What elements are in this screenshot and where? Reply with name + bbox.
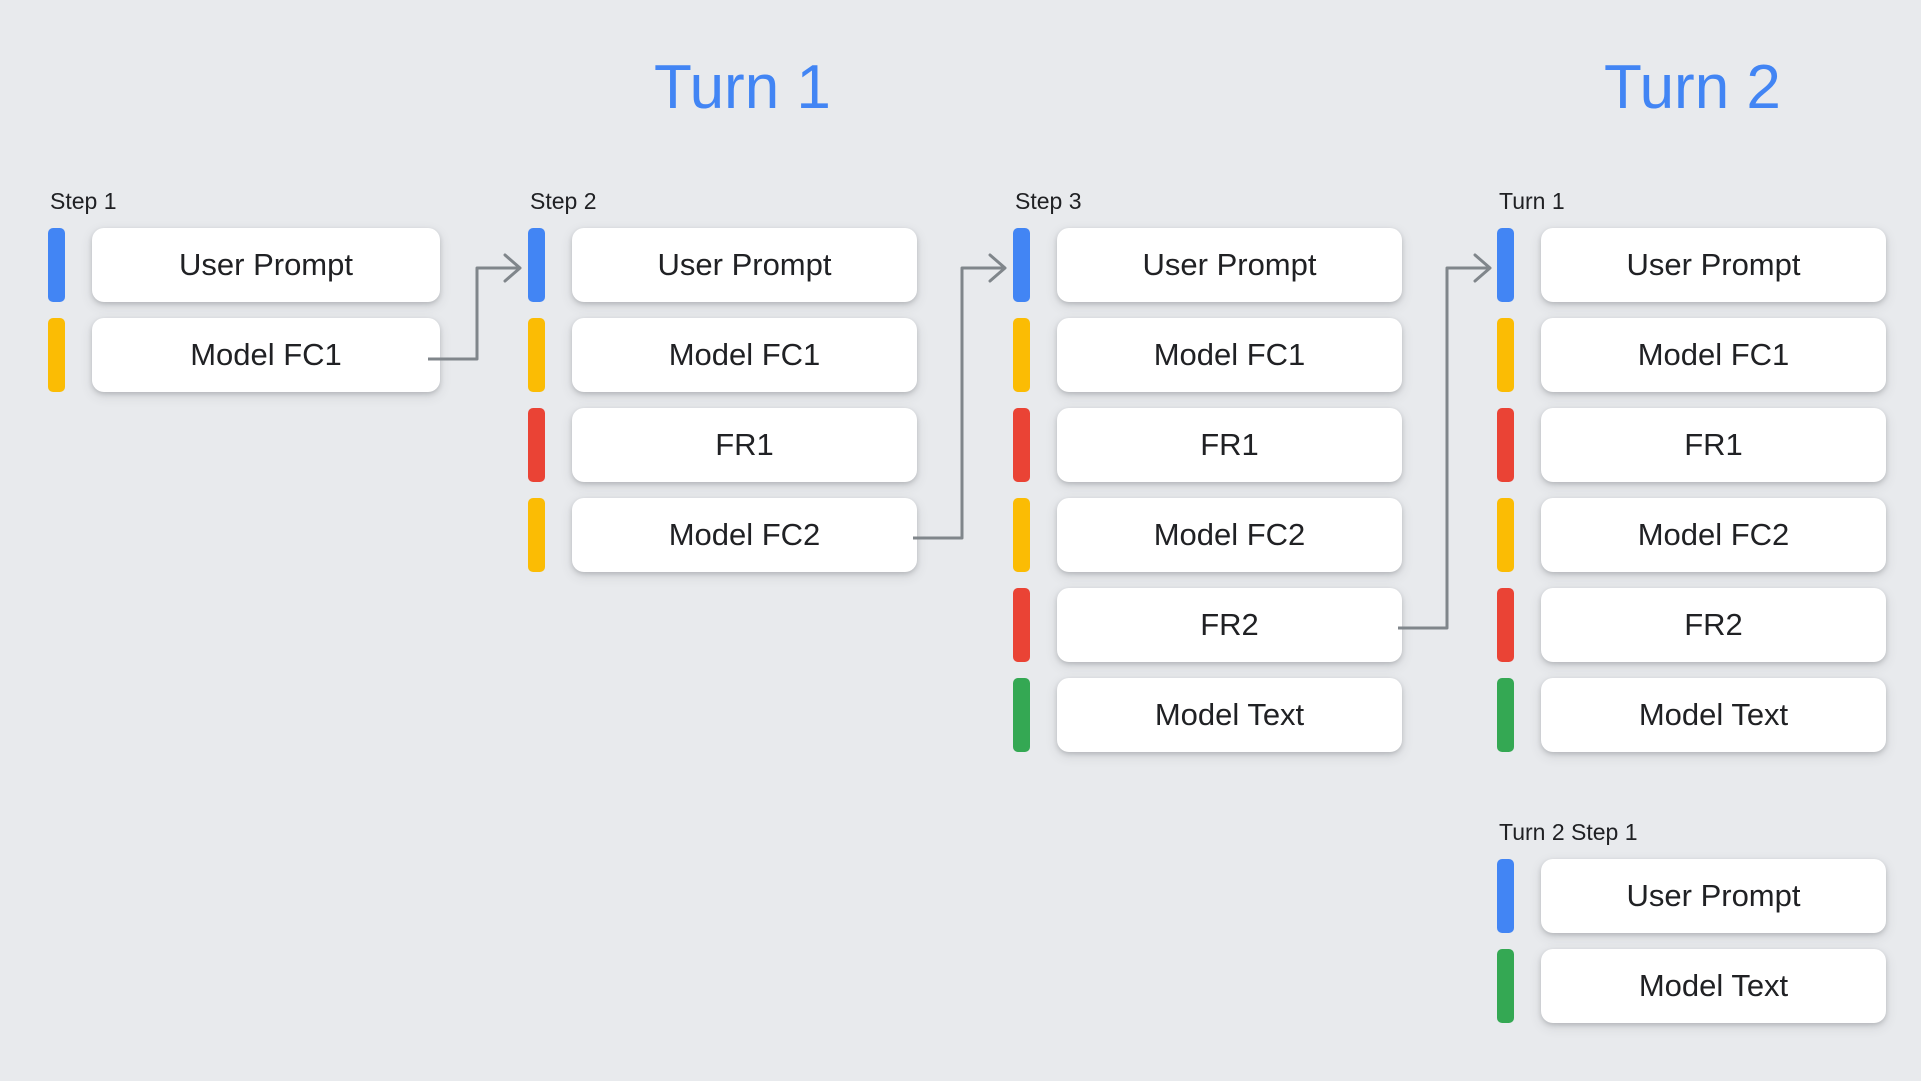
role-color-bar-model-text <box>1497 678 1514 752</box>
column-label-step-3: Step 3 <box>1015 188 1082 214</box>
card-model-fc2[interactable]: Model FC2 <box>572 498 917 572</box>
role-color-bar-function-response <box>1013 588 1030 662</box>
role-color-bar-model-function-call <box>1497 498 1514 572</box>
role-color-bar-model-function-call <box>48 318 65 392</box>
card-fr1[interactable]: FR1 <box>1541 408 1886 482</box>
card-model-fc1[interactable]: Model FC1 <box>572 318 917 392</box>
role-color-bar-model-function-call <box>1497 318 1514 392</box>
list-item[interactable]: Model Text <box>1497 678 1886 752</box>
role-color-bar-function-response <box>528 408 545 482</box>
arrow-step2-to-step3 <box>913 253 1007 540</box>
list-item[interactable]: Model FC1 <box>1013 318 1402 392</box>
turn-2-title: Turn 2 <box>1604 53 1781 122</box>
card-model-text[interactable]: Model Text <box>1541 678 1886 752</box>
role-color-bar-function-response <box>1497 588 1514 662</box>
card-model-text[interactable]: Model Text <box>1057 678 1402 752</box>
column-label-step-2: Step 2 <box>530 188 597 214</box>
list-item[interactable]: FR1 <box>1497 408 1886 482</box>
role-color-bar-user-prompt <box>48 228 65 302</box>
role-color-bar-model-function-call <box>1013 318 1030 392</box>
role-color-bar-model-text <box>1497 949 1514 1023</box>
column-turn-1-history: Turn 1 User Prompt Model FC1 FR1 Model F… <box>1497 190 1886 752</box>
card-fr1[interactable]: FR1 <box>1057 408 1402 482</box>
list-item[interactable]: User Prompt <box>1497 859 1886 933</box>
card-user-prompt[interactable]: User Prompt <box>572 228 917 302</box>
role-color-bar-model-function-call <box>1013 498 1030 572</box>
list-item[interactable]: User Prompt <box>1013 228 1402 302</box>
column-turn-2-step-1: Turn 2 Step 1 User Prompt Model Text <box>1497 821 1886 1023</box>
role-color-bar-model-function-call <box>528 498 545 572</box>
card-model-fc2[interactable]: Model FC2 <box>1057 498 1402 572</box>
column-step-3: Step 3 User Prompt Model FC1 FR1 Model F… <box>1013 190 1402 752</box>
role-color-bar-user-prompt <box>1497 859 1514 933</box>
list-item[interactable]: Model FC2 <box>1497 498 1886 572</box>
column-step-2: Step 2 User Prompt Model FC1 FR1 Model F… <box>528 190 917 572</box>
arrow-step3-to-turn1 <box>1398 253 1492 630</box>
list-item[interactable]: FR1 <box>1013 408 1402 482</box>
list-item[interactable]: FR1 <box>528 408 917 482</box>
list-item[interactable]: FR2 <box>1497 588 1886 662</box>
column-label-step-1: Step 1 <box>50 188 117 214</box>
card-user-prompt[interactable]: User Prompt <box>1057 228 1402 302</box>
card-user-prompt[interactable]: User Prompt <box>1541 228 1886 302</box>
card-model-fc2[interactable]: Model FC2 <box>1541 498 1886 572</box>
role-color-bar-model-function-call <box>528 318 545 392</box>
card-user-prompt[interactable]: User Prompt <box>92 228 440 302</box>
card-fr1[interactable]: FR1 <box>572 408 917 482</box>
list-item[interactable]: Model FC2 <box>1013 498 1402 572</box>
list-item[interactable]: User Prompt <box>1497 228 1886 302</box>
list-item[interactable]: Model FC1 <box>1497 318 1886 392</box>
list-item[interactable]: Model FC2 <box>528 498 917 572</box>
role-color-bar-user-prompt <box>1013 228 1030 302</box>
list-item[interactable]: FR2 <box>1013 588 1402 662</box>
list-item[interactable]: User Prompt <box>48 228 440 302</box>
column-label-turn-2-step-1: Turn 2 Step 1 <box>1499 819 1638 845</box>
card-fr2[interactable]: FR2 <box>1057 588 1402 662</box>
card-model-fc1[interactable]: Model FC1 <box>1541 318 1886 392</box>
card-user-prompt[interactable]: User Prompt <box>1541 859 1886 933</box>
card-model-text[interactable]: Model Text <box>1541 949 1886 1023</box>
card-model-fc1[interactable]: Model FC1 <box>92 318 440 392</box>
arrow-step1-to-step2 <box>428 253 522 361</box>
card-model-fc1[interactable]: Model FC1 <box>1057 318 1402 392</box>
role-color-bar-function-response <box>1013 408 1030 482</box>
turn-1-title: Turn 1 <box>654 53 831 122</box>
role-color-bar-user-prompt <box>1497 228 1514 302</box>
role-color-bar-model-text <box>1013 678 1030 752</box>
role-color-bar-user-prompt <box>528 228 545 302</box>
card-fr2[interactable]: FR2 <box>1541 588 1886 662</box>
list-item[interactable]: Model FC1 <box>528 318 917 392</box>
column-label-turn-1: Turn 1 <box>1499 188 1565 214</box>
column-step-1: Step 1 User Prompt Model FC1 <box>48 190 440 392</box>
list-item[interactable]: Model Text <box>1013 678 1402 752</box>
list-item[interactable]: Model FC1 <box>48 318 440 392</box>
list-item[interactable]: User Prompt <box>528 228 917 302</box>
role-color-bar-function-response <box>1497 408 1514 482</box>
list-item[interactable]: Model Text <box>1497 949 1886 1023</box>
